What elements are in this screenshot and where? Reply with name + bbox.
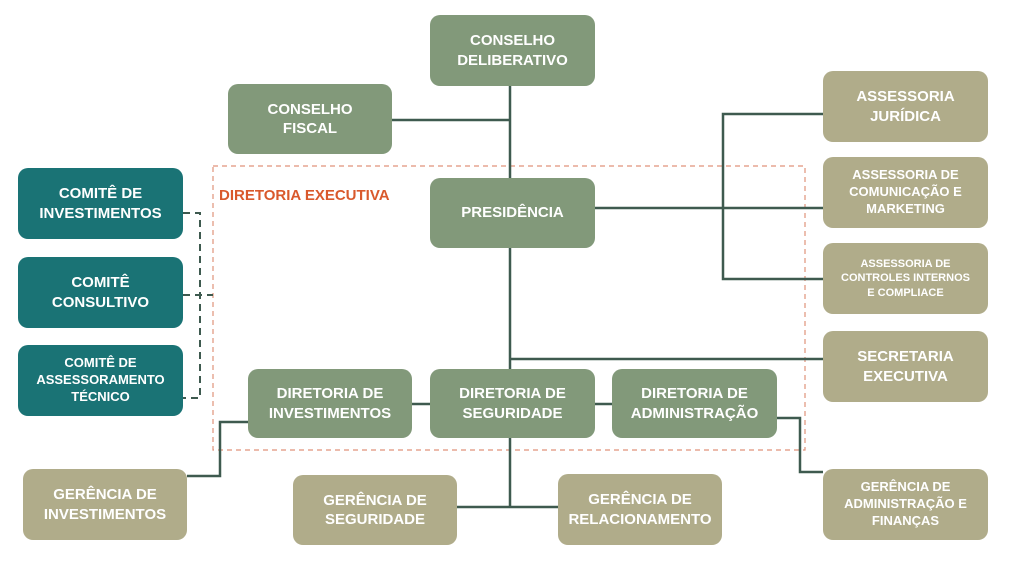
gerencia-administracao-box[interactable]: GERÊNCIA DE ADMINISTRAÇÃO E FINANÇAS <box>823 469 988 540</box>
gerencia-administracao-label: GERÊNCIA DE ADMINISTRAÇÃO E FINANÇAS <box>844 479 967 528</box>
conselho-fiscal-label: CONSELHO FISCAL <box>267 100 353 138</box>
diretoria-administracao-box[interactable]: DIRETORIA DE ADMINISTRAÇÃO <box>612 369 777 438</box>
gerencia-investimentos-label: GERÊNCIA DE INVESTIMENTOS <box>43 486 167 523</box>
gerencia-seguridade-label: GERÊNCIA DE SEGURIDADE <box>323 491 427 529</box>
connector-gerencia-administracao <box>777 416 823 474</box>
diretoria-executiva-label: DIRETORIA EXECUTIVA <box>219 187 390 204</box>
connector-gerencia-investimentos <box>187 420 248 478</box>
comite-assessoramento-box[interactable]: COMITÊ DE ASSESSORAMENTO TÉCNICO <box>18 345 183 416</box>
gerencia-investimentos-box[interactable]: GERÊNCIA DE INVESTIMENTOS <box>23 469 187 540</box>
assessoria-controles-label: ASSESSORIA DE CONTROLES INTERNOS E COMPL… <box>841 258 970 299</box>
conselho-fiscal-box[interactable]: CONSELHO FISCAL <box>228 84 392 154</box>
comite-assessoramento-label: COMITÊ DE ASSESSORAMENTO TÉCNICO <box>36 355 165 404</box>
diretoria-seguridade-box[interactable]: DIRETORIA DE SEGURIDADE <box>430 369 595 438</box>
assessoria-juridica-label: ASSESSORIA JURÍDICA <box>856 88 955 125</box>
presidencia-label: PRESIDÊNCIA <box>461 204 564 222</box>
connector-comites-dashed <box>183 212 201 399</box>
comite-investimentos-label: COMITÊ DE INVESTIMENTOS <box>39 185 162 222</box>
assessoria-comunicacao-box[interactable]: ASSESSORIA DE COMUNICAÇÃO E MARKETING <box>823 157 988 228</box>
gerencia-relacionamento-label: GERÊNCIA DE RELACIONAMENTO <box>568 491 712 528</box>
conselho-deliberativo-label: CONSELHO DELIBERATIVO <box>457 32 568 69</box>
comite-consultivo-label: COMITÊ CONSULTIVO <box>51 274 150 311</box>
assessoria-controles-box[interactable]: ASSESSORIA DE CONTROLES INTERNOS E COMPL… <box>823 243 988 314</box>
assessoria-comunicacao-label: ASSESSORIA DE COMUNICAÇÃO E MARKETING <box>849 167 962 216</box>
diretoria-investimentos-box[interactable]: DIRETORIA DE INVESTIMENTOS <box>248 369 412 438</box>
presidencia-box[interactable]: PRESIDÊNCIA <box>430 178 595 248</box>
conselho-deliberativo-box[interactable]: CONSELHO DELIBERATIVO <box>430 15 595 86</box>
secretaria-executiva-box[interactable]: SECRETARIA EXECUTIVA <box>823 331 988 402</box>
comite-consultivo-box[interactable]: COMITÊ CONSULTIVO <box>18 257 183 328</box>
secretaria-executiva-label: SECRETARIA EXECUTIVA <box>857 348 954 385</box>
assessoria-juridica-box[interactable]: ASSESSORIA JURÍDICA <box>823 71 988 142</box>
gerencia-relacionamento-box[interactable]: GERÊNCIA DE RELACIONAMENTO <box>558 474 722 545</box>
connector-assessorias-bracket <box>721 112 823 281</box>
comite-investimentos-box[interactable]: COMITÊ DE INVESTIMENTOS <box>18 168 183 239</box>
gerencia-seguridade-box[interactable]: GERÊNCIA DE SEGURIDADE <box>293 475 457 545</box>
diretoria-seguridade-label: DIRETORIA DE SEGURIDADE <box>459 385 566 422</box>
diretoria-investimentos-label: DIRETORIA DE INVESTIMENTOS <box>268 385 392 422</box>
diretoria-administracao-label: DIRETORIA DE ADMINISTRAÇÃO <box>630 385 759 422</box>
